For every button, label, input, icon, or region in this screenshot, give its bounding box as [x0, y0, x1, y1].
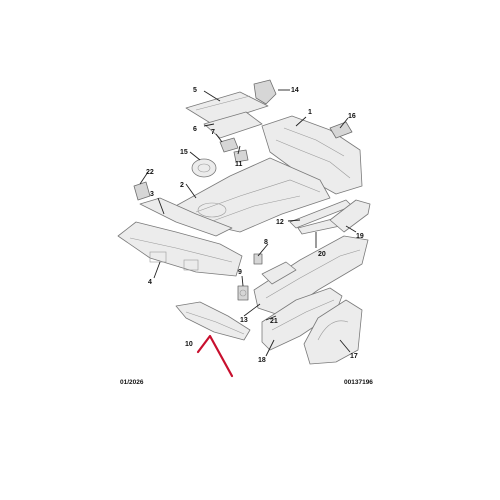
callout-6: 6: [193, 126, 197, 133]
highlight-arrow-icon: [196, 334, 234, 378]
callout-14: 14: [291, 87, 299, 94]
part-6-rail: [203, 111, 263, 139]
callout-17: 17: [350, 353, 358, 360]
part-19-sidemember: [329, 199, 371, 233]
diagram-reference: 00137196: [344, 379, 373, 386]
callout-7: 7: [211, 129, 215, 136]
part-3-crossmember: [139, 197, 233, 237]
callout-19: 19: [356, 233, 364, 240]
callout-18: 18: [258, 357, 266, 364]
part-4-crossmember: [117, 221, 243, 277]
part-11-bracket: [233, 149, 249, 163]
callout-4: 4: [148, 279, 152, 286]
callout-22: 22: [146, 169, 154, 176]
callout-2: 2: [180, 182, 184, 189]
part-10-lower-crossmember: [175, 301, 251, 341]
callout-13: 13: [240, 317, 248, 324]
part-22-bracket: [133, 181, 151, 201]
callout-11: 11: [235, 161, 243, 168]
callout-12: 12: [276, 219, 284, 226]
callout-21: 21: [270, 318, 278, 325]
callout-15: 15: [180, 149, 188, 156]
part-14-bracket: [253, 79, 277, 105]
callout-3: 3: [150, 191, 154, 198]
part-15-plate: [191, 158, 217, 178]
part-8-fitting: [253, 253, 263, 265]
part-9-fitting: [237, 285, 249, 301]
part-17-wheel-arch: [303, 299, 363, 365]
callout-10: 10: [185, 341, 193, 348]
callout-labels: 1 2 3 4 5 6 7 8 9 10 11 12 13 14 15 16 1…: [146, 87, 364, 364]
part-7-bracket: [219, 137, 239, 153]
date-code: 01/2026: [120, 379, 144, 386]
part-21-side-rail: [253, 235, 369, 317]
callout-9: 9: [238, 269, 242, 276]
callout-16: 16: [348, 113, 356, 120]
callout-20: 20: [318, 251, 326, 258]
callout-5: 5: [193, 87, 197, 94]
part-13-bracket: [261, 261, 297, 285]
part-16-bracket: [329, 121, 353, 139]
callout-8: 8: [264, 239, 268, 246]
part-5-rail: [185, 91, 269, 125]
leader-lines: [139, 89, 357, 357]
callout-1: 1: [308, 109, 312, 116]
